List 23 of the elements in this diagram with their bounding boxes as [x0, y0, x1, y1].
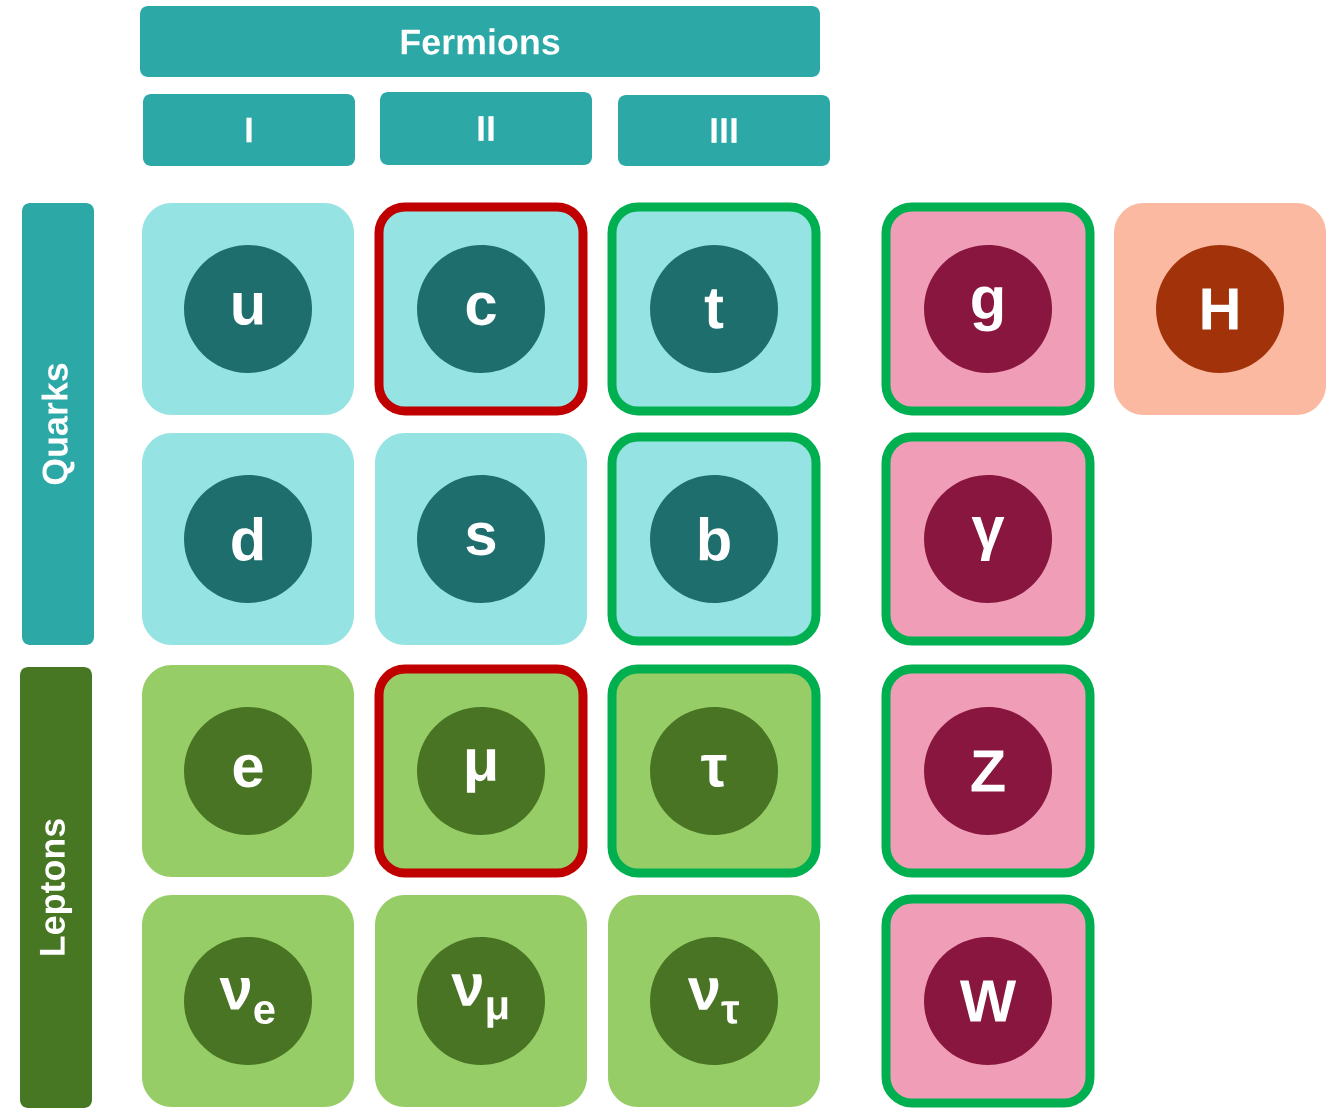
- particle-cell: ν$_{e}$: [142, 895, 354, 1107]
- particle-cell: μ: [374, 664, 588, 878]
- header-band: III: [618, 95, 830, 166]
- particle-cell: Z: [881, 664, 1095, 878]
- particle-cell: t: [607, 202, 821, 416]
- header-band: I: [143, 94, 355, 166]
- particle-cell: ν$_{τ}$: [608, 895, 820, 1107]
- particle-cell: s: [375, 433, 587, 645]
- particle-cell: d: [142, 433, 354, 645]
- particle-cell: c: [374, 202, 588, 416]
- particle-cell: γ: [881, 432, 1095, 646]
- particle-cell: τ: [607, 664, 821, 878]
- side-band: Quarks: [22, 203, 94, 645]
- particle-cell: W: [881, 894, 1095, 1108]
- side-band: Leptons: [20, 667, 92, 1108]
- particle-cell: H: [1114, 203, 1326, 415]
- particle-cell: u: [142, 203, 354, 415]
- particle-cell: e: [142, 665, 354, 877]
- header-band: II: [380, 92, 592, 165]
- header-band: Fermions: [140, 6, 820, 77]
- particle-cell: ν$_{μ}$: [375, 895, 587, 1107]
- particle-cell: g: [881, 202, 1095, 416]
- particle-cell: b: [607, 432, 821, 646]
